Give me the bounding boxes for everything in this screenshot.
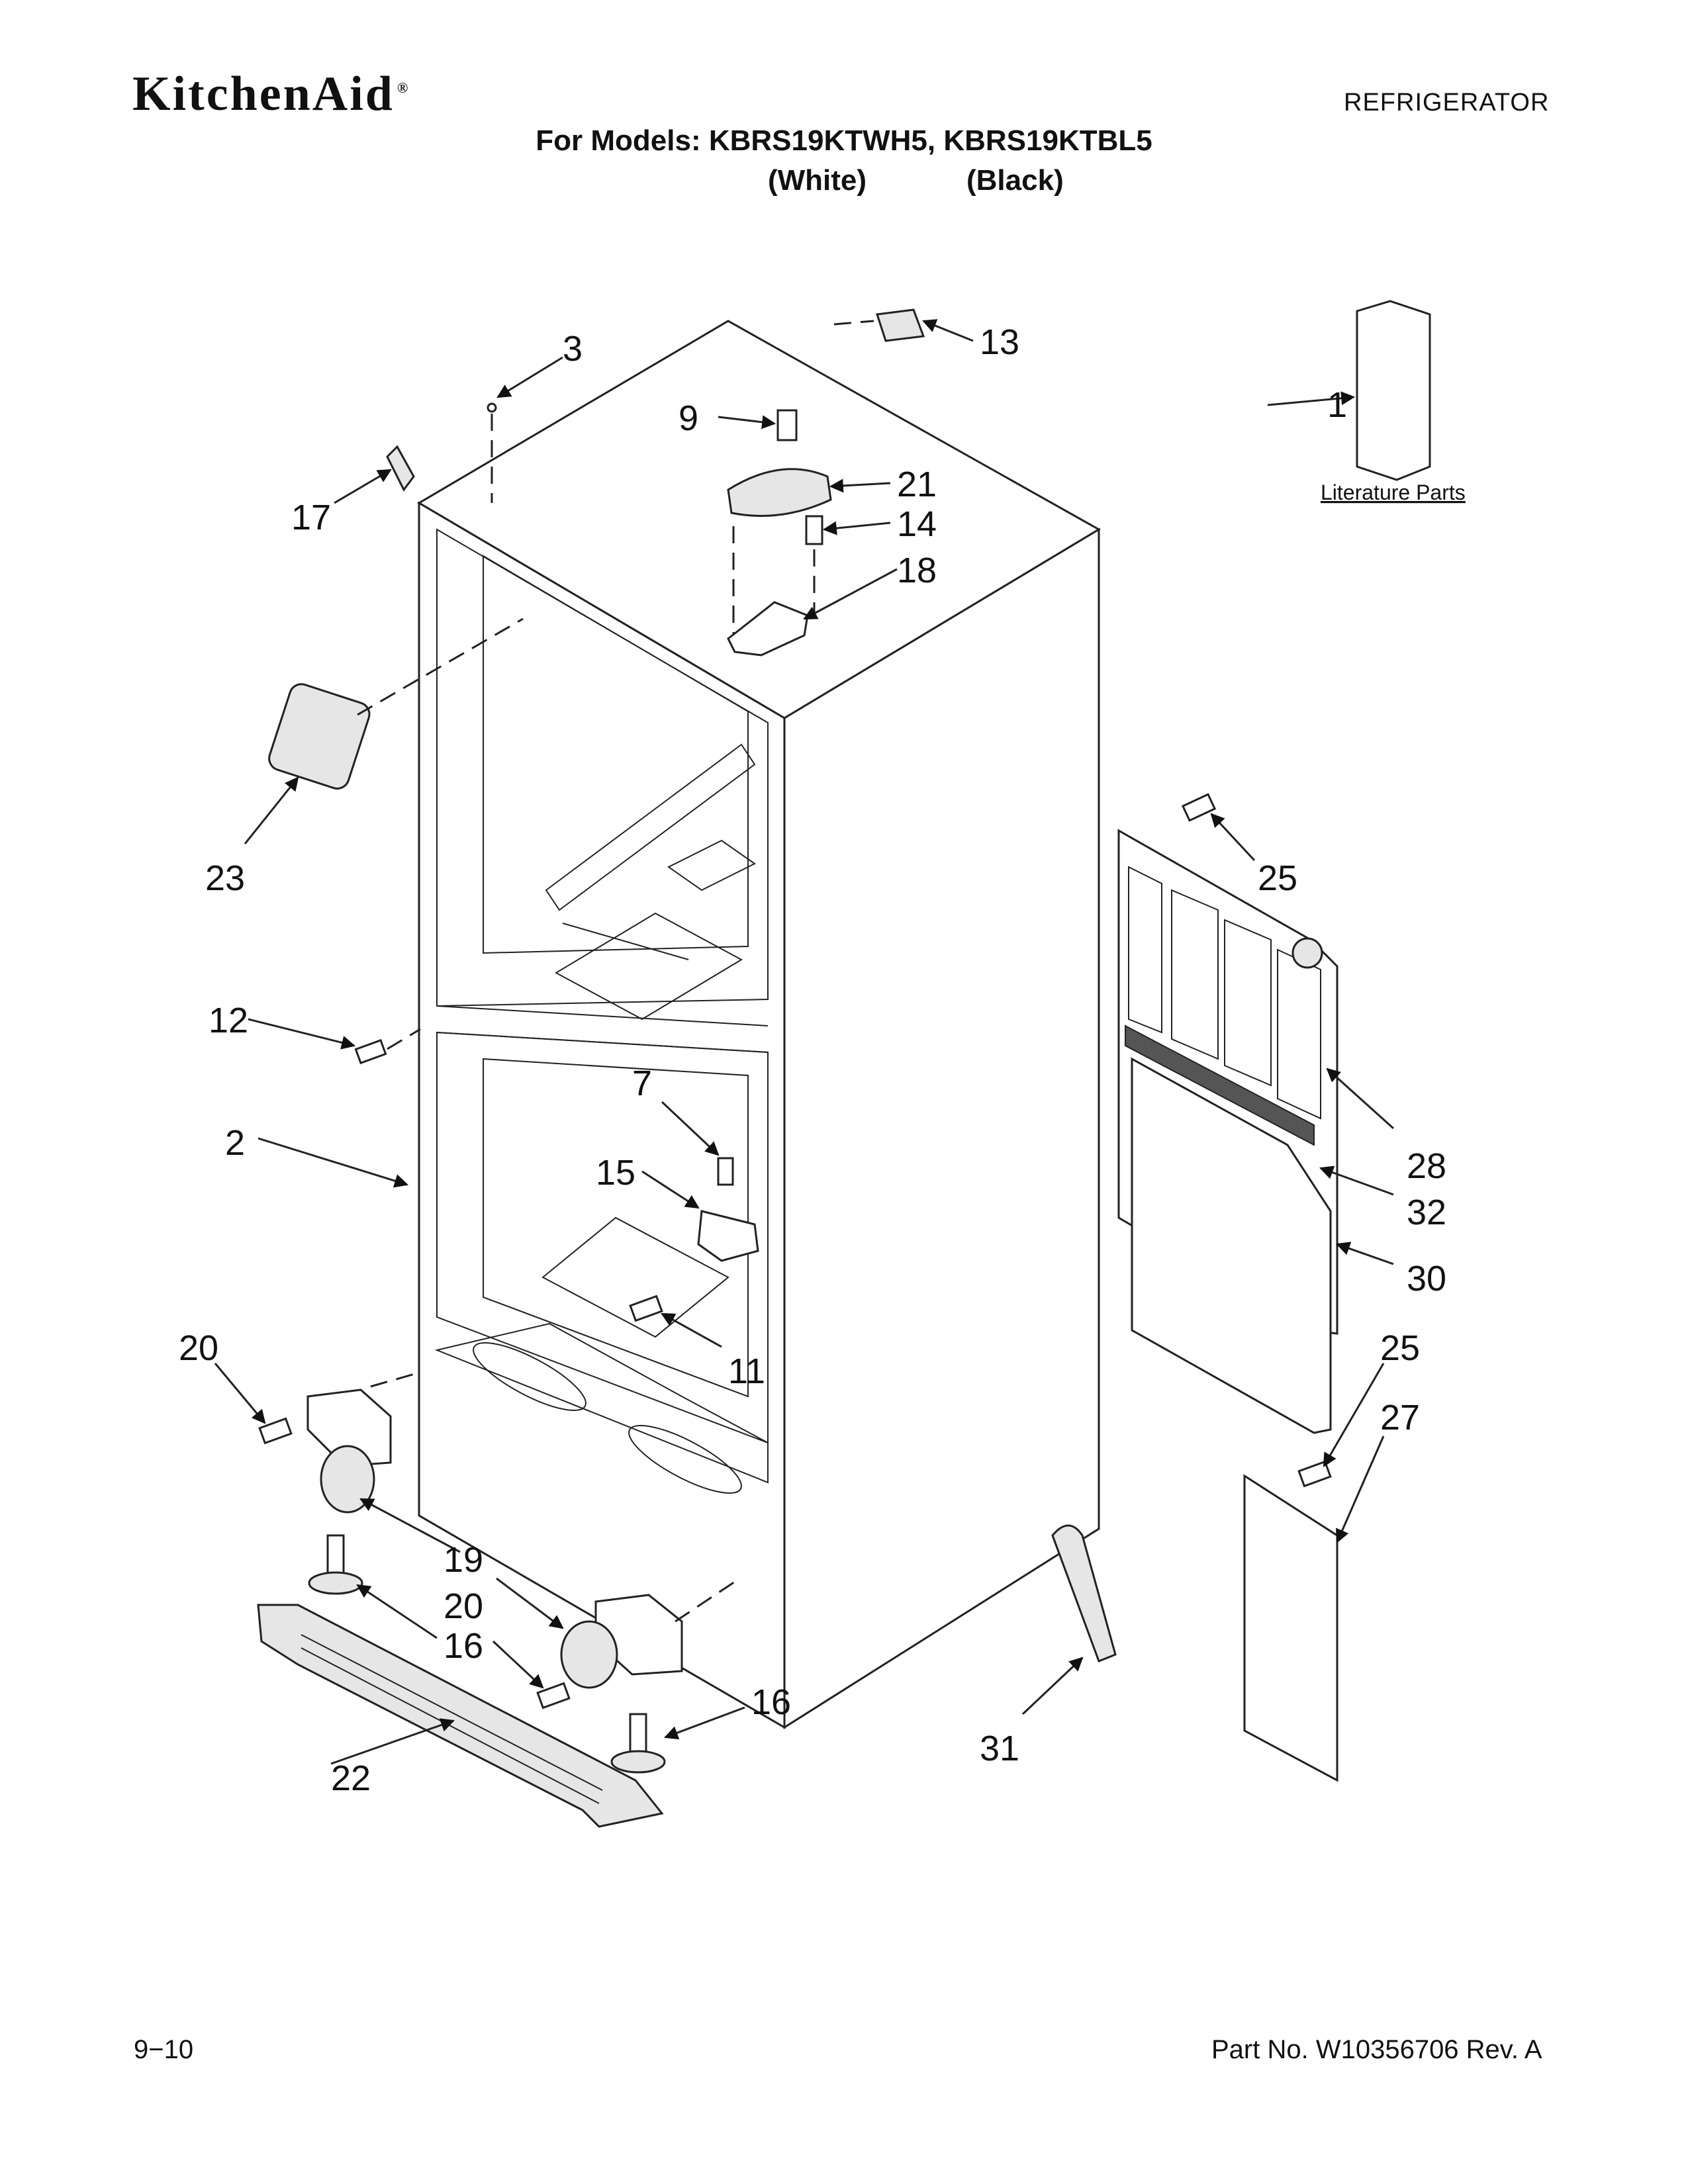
screw-25-bottom-icon (1297, 1460, 1332, 1488)
screw-25-top-icon (1181, 793, 1217, 822)
callout-30: 30 (1407, 1259, 1446, 1298)
brand-logo: KitchenAid® (132, 66, 410, 122)
pin-7-icon (717, 1157, 734, 1186)
power-cord-31-icon (1051, 1524, 1117, 1662)
panel-27-icon (1243, 1474, 1338, 1782)
callout-2: 2 (225, 1123, 245, 1163)
models-line: For Models: KBRS19KTWH5, KBRS19KTBL5 (536, 124, 1152, 157)
appliance-category: REFRIGERATOR (1344, 89, 1550, 116)
tape-17-icon (386, 445, 415, 492)
callout-19-left: 19 (444, 1540, 483, 1580)
hinge-screw-9-icon (776, 409, 798, 441)
front-roller-left (258, 1388, 392, 1595)
screw-20-left-icon (258, 1417, 293, 1445)
gasket-32-icon (1125, 1024, 1315, 1146)
screw-20-right-icon (536, 1682, 571, 1709)
callout-25-top: 25 (1258, 858, 1297, 898)
front-roller-right (536, 1594, 683, 1774)
air-filter-23-icon (268, 683, 371, 790)
screw-12-icon (354, 1038, 387, 1065)
callout-17: 17 (291, 498, 331, 537)
callout-12: 12 (209, 1001, 248, 1040)
callout-15: 15 (596, 1153, 635, 1193)
page-number: 9−10 (134, 2035, 194, 2064)
callout-13: 13 (980, 322, 1019, 362)
brand-name: KitchenAid (132, 67, 395, 121)
callout-leaders (214, 319, 1395, 1765)
callout-23: 23 (205, 858, 245, 898)
callout-20-right: 20 (444, 1586, 483, 1626)
top-hinge-18-icon (727, 601, 809, 657)
color-black-label: (Black) (966, 164, 1064, 197)
registered-mark: ® (397, 79, 410, 97)
callout-11: 11 (728, 1351, 765, 1391)
callout-32: 32 (1407, 1193, 1446, 1232)
callout-21: 21 (897, 465, 937, 504)
callout-1: 1 (1327, 385, 1347, 425)
literature-parts-label: Literature Parts (1321, 480, 1466, 504)
callout-7: 7 (632, 1064, 652, 1103)
callout-16-left: 16 (444, 1626, 483, 1666)
label-13-icon (876, 308, 925, 342)
callout-27: 27 (1380, 1398, 1420, 1437)
hinge-bracket-15-icon (697, 1210, 759, 1262)
top-hinge-assembly (727, 409, 832, 657)
callout-16-right: 16 (751, 1682, 791, 1722)
callout-25-bottom: 25 (1380, 1328, 1420, 1368)
hinge-screw-14-icon (805, 515, 823, 545)
callout-28: 28 (1407, 1146, 1446, 1186)
callout-22: 22 (331, 1758, 371, 1798)
screw-11-icon (629, 1295, 663, 1322)
insulation-30-icon (1131, 1057, 1332, 1434)
callout-numbers: 1 2 3 7 9 11 12 13 14 15 16 16 17 18 19 … (179, 322, 1446, 1798)
refrigerator-cabinet (417, 320, 1101, 1729)
color-white-label: (White) (768, 164, 867, 197)
screw-3-icon (487, 402, 497, 413)
callout-3: 3 (563, 329, 583, 369)
callout-31: 31 (980, 1729, 1019, 1768)
callout-14: 14 (897, 504, 937, 544)
callout-20-left: 20 (179, 1328, 218, 1368)
hinge-cover-21-icon (727, 468, 832, 517)
literature-icon (1356, 300, 1431, 481)
callout-9: 9 (679, 398, 698, 438)
part-number: Part No. W10356706 Rev. A (1211, 2035, 1542, 2064)
model-colors: (White) (Black) (768, 164, 1064, 197)
callout-18: 18 (897, 551, 937, 590)
